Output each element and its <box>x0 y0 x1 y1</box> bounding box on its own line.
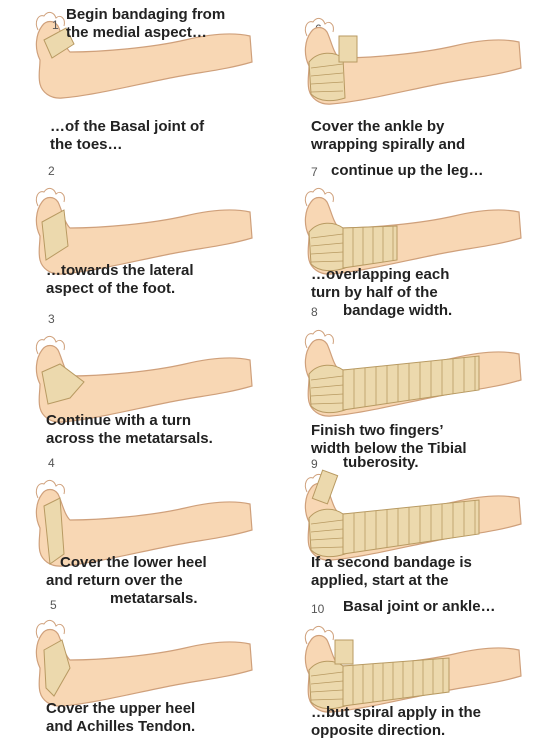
step-caption-line: turn by half of the <box>311 284 438 301</box>
step-caption-line: …of the Basal joint of <box>50 118 204 135</box>
bandage-wrap <box>343 226 397 268</box>
right-column: 6 Cover the ankle by wrapping spirally a… <box>269 0 537 738</box>
step-caption-line: Cover the ankle by <box>311 118 444 135</box>
step-caption-line: …but spiral apply in the <box>311 704 481 721</box>
step-caption-line: and return over the <box>46 572 183 589</box>
step-caption-line: Cover the lower heel <box>60 554 207 571</box>
step-9-panel: 9 tuberosity. If a second bandage is app… <box>269 454 537 600</box>
bandage-roll <box>335 640 353 664</box>
step-4-panel: 4 Cover the lower heel and return over t… <box>0 454 268 600</box>
step-caption-line: Finish two fingers’ <box>311 422 444 439</box>
step-caption-line: aspect of the foot. <box>46 280 175 297</box>
step-caption-line: …towards the lateral <box>46 262 194 279</box>
step-number: 8 <box>311 305 318 319</box>
step-7-panel: 7 continue up the leg… …overlapping each… <box>269 162 537 308</box>
bandage-wrap <box>309 223 345 270</box>
step-caption-line: wrapping spirally and <box>311 136 465 153</box>
step-caption-line: If a second bandage is <box>311 554 472 571</box>
step-caption-line: across the metatarsals. <box>46 430 213 447</box>
bandage-wrap <box>309 365 345 412</box>
step-caption-line: bandage width. <box>343 302 452 319</box>
leg-illustration-8 <box>279 318 529 428</box>
left-column: 1 Begin bandaging from the medial aspect… <box>0 0 268 738</box>
bandage-roll <box>339 36 357 62</box>
step-10-panel: 10 Basal joint or ankle… …but spiral app… <box>269 590 537 736</box>
step-caption-line: Continue with a turn <box>46 412 191 429</box>
step-8-panel: 8 bandage width. Finish two fingers’ wid… <box>269 302 537 448</box>
bandage-wrap <box>309 509 345 556</box>
step-6-panel: 6 Cover the ankle by wrapping spirally a… <box>269 0 537 146</box>
step-caption-line: Basal joint or ankle… <box>343 598 496 615</box>
step-number: 1 <box>52 18 59 32</box>
step-5-panel: 5 Cover the upper heel and Achilles Tend… <box>0 604 268 750</box>
step-caption-line: the medial aspect… <box>66 24 207 41</box>
step-1-panel: 1 Begin bandaging from the medial aspect… <box>0 0 268 146</box>
step-caption-line: Cover the upper heel <box>46 700 195 717</box>
step-caption-line: opposite direction. <box>311 722 445 739</box>
bandage-wrap <box>309 661 345 708</box>
step-3-panel: 3 Continue with a turn across the metata… <box>0 310 268 456</box>
leg-illustration-6 <box>279 6 529 116</box>
step-caption-line: Begin bandaging from <box>66 6 225 23</box>
step-caption-line: …overlapping each <box>311 266 449 283</box>
step-2-panel: 2 …towards the lateral aspect of the foo… <box>0 162 268 308</box>
step-caption-line: the toes… <box>50 136 123 153</box>
step-caption-line: and Achilles Tendon. <box>46 718 195 735</box>
step-caption-line: applied, start at the <box>311 572 449 589</box>
